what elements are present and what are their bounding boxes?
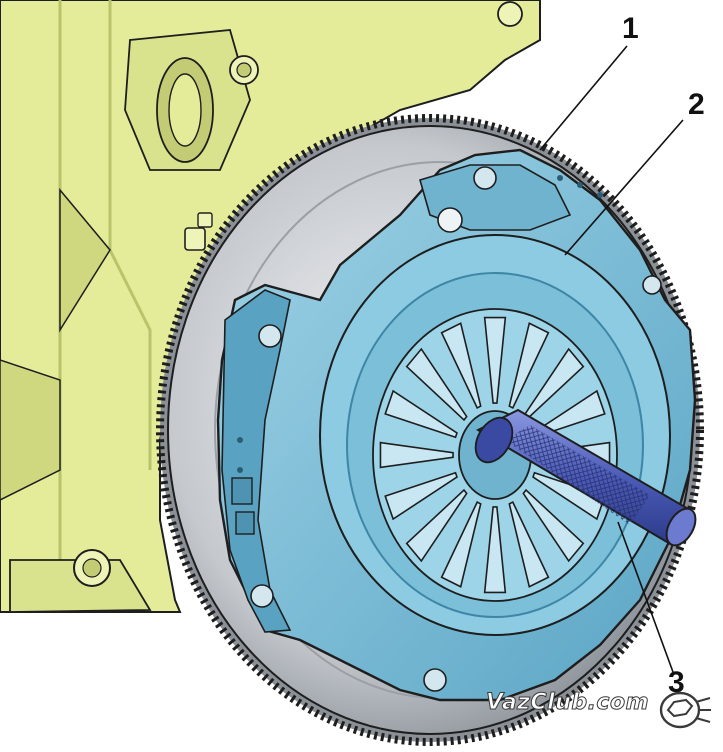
spring-finger [508, 322, 550, 409]
leader-line-2 [564, 119, 684, 256]
watermark: VazClub.com [480, 688, 716, 740]
leader-line-1 [539, 45, 628, 151]
leader-lines [539, 45, 684, 673]
spring-finger [384, 389, 458, 439]
callout-1: 1 [622, 12, 639, 45]
block-bolt [184, 212, 213, 251]
spring-finger [405, 488, 468, 563]
spring-finger [483, 316, 507, 404]
spring-finger [508, 501, 550, 588]
callout-2: 2 [688, 88, 705, 121]
spring-finger [522, 488, 585, 563]
watermark-logo-icon [659, 691, 711, 729]
spring-finger [532, 471, 606, 521]
spring-finger [405, 347, 468, 422]
callout-3: 3 [668, 666, 685, 699]
centering-mandrel [474, 408, 697, 547]
watermark-text: VazClub.com [485, 690, 650, 716]
leader-line-3 [617, 521, 674, 673]
spring-finger [483, 506, 507, 594]
spring-finger [379, 441, 454, 469]
spring-finger [440, 501, 482, 588]
spring-finger [384, 471, 458, 521]
engine-block [0, 0, 541, 613]
spring-finger [440, 322, 482, 409]
cover-bolt [250, 166, 662, 692]
